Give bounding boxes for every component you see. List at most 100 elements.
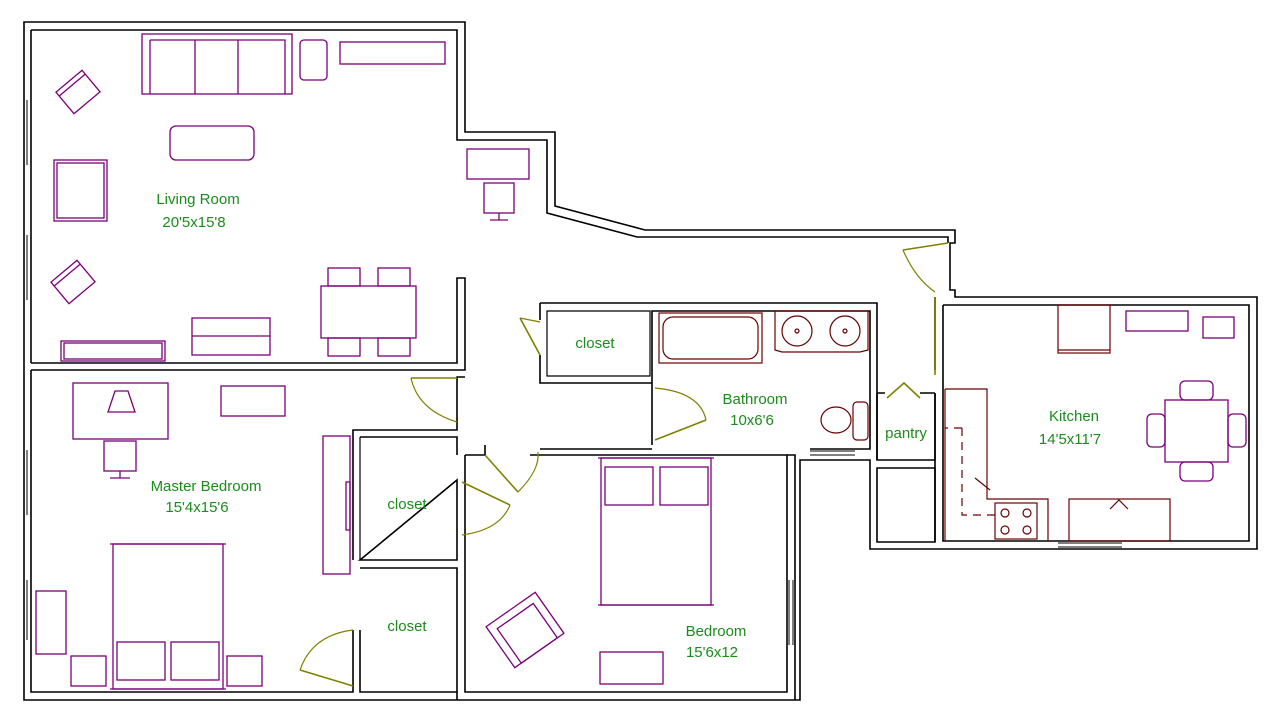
dining-table [320, 285, 417, 339]
bed-pillow-1 [604, 466, 654, 506]
hall-closet-box [546, 310, 651, 377]
master-closet-door-swing [461, 504, 511, 536]
master-wardrobe-handle [345, 481, 351, 531]
master-bedroom-name: Master Bedroom [151, 478, 262, 495]
kitchen-island [1068, 498, 1171, 542]
bed-pillow-2 [659, 466, 709, 506]
master-nightstand-1 [70, 655, 107, 687]
hall-closet-label: closet [575, 335, 615, 352]
master-bench [35, 590, 67, 655]
master-nightstand-2 [226, 655, 263, 687]
living-room-south-wall [31, 277, 466, 371]
sink-drain-2 [842, 328, 848, 334]
toilet-bowl [820, 406, 852, 434]
tv-console [339, 41, 446, 65]
bed [600, 457, 712, 606]
master-window-2 [23, 580, 28, 640]
armchair-bottom [50, 259, 96, 305]
dining-chair-2 [377, 267, 411, 287]
bedroom-armchair [485, 591, 565, 669]
bench-inner [63, 342, 163, 360]
kitchen-furniture [944, 304, 1247, 542]
hall-closet-door-swing [519, 317, 541, 323]
lower-closet-door-swing [299, 629, 354, 671]
master-bed-frame [110, 543, 226, 690]
pantry-label: pantry [885, 425, 927, 442]
master-desk-lamp [107, 390, 136, 413]
armchair-top [55, 69, 101, 115]
living-room-size: 20'5x15'8 [162, 214, 225, 231]
island-vent [1109, 499, 1129, 510]
bedroom-furniture [485, 457, 714, 685]
bench [60, 340, 166, 362]
kitchen-counter-top [1125, 310, 1189, 332]
hall-walls [464, 445, 788, 693]
kitchen-chair-2 [1179, 461, 1214, 482]
pantry-walls [876, 392, 936, 543]
bedroom-door-swing [517, 451, 539, 493]
master-bedroom-size: 15'4x15'6 [165, 499, 228, 516]
bathroom-size: 10x6'6 [730, 412, 774, 429]
exterior-wall-outer [23, 21, 1258, 701]
ottoman [53, 159, 108, 222]
bathroom-block-walls [539, 302, 878, 460]
bathroom-door-swing [654, 387, 707, 421]
master-desk-chair [103, 440, 137, 472]
master-desk [72, 382, 169, 440]
burner-1 [1000, 508, 1010, 518]
bath-hall-window [810, 450, 855, 456]
dining-chair-3 [327, 337, 361, 357]
bedroom-window [788, 580, 794, 645]
bedroom-name: Bedroom [686, 623, 747, 640]
doors [299, 242, 949, 687]
desk [466, 148, 530, 180]
pantry-door-leaf [886, 381, 921, 399]
master-pillow-2 [170, 641, 220, 681]
bedroom-door-leaf [484, 454, 519, 493]
bedroom-size: 15'6x12 [686, 644, 738, 661]
living-room-name: Living Room [156, 191, 239, 208]
coffee-table [169, 125, 255, 161]
dining-chair-1 [327, 267, 361, 287]
burner-2 [1022, 508, 1032, 518]
sofa-cushions [149, 39, 286, 94]
kitchen-cabinet [1202, 316, 1235, 339]
master-closet-lower-label: closet [387, 618, 427, 635]
living-room-window-2 [23, 235, 28, 300]
kitchen-counter-l [944, 388, 1049, 541]
lower-closet-door-leaf [299, 669, 354, 687]
side-table [299, 39, 328, 81]
room-labels: Living Room 20'5x15'8 Master Bedroom 15'… [151, 191, 1102, 661]
bathroom-fixtures [658, 310, 869, 441]
burner-4 [1022, 525, 1032, 535]
vanity [774, 310, 869, 353]
stove [994, 502, 1038, 540]
master-closet-door-leaf [461, 481, 511, 506]
entry-door-leaf [902, 242, 949, 251]
master-closets-walls [357, 436, 458, 693]
master-bedroom-furniture [35, 382, 351, 690]
exterior-wall-inner [31, 29, 949, 243]
entry-door-swing [902, 249, 936, 293]
master-bedroom-walls [30, 370, 465, 693]
master-dresser [220, 385, 286, 417]
hall-closet-door-leaf [519, 317, 541, 356]
toilet-tank [852, 401, 869, 441]
desk-chair [483, 182, 515, 214]
master-window-1 [23, 450, 28, 515]
master-door-swing [410, 377, 458, 423]
counter-dash [945, 427, 1000, 516]
kitchen-table [1164, 399, 1229, 463]
counter-diagonal [974, 477, 991, 491]
sofa [141, 33, 293, 95]
kitchen-size: 14'5x11'7 [1039, 431, 1101, 448]
living-room-furniture [50, 33, 530, 362]
walls [23, 21, 1258, 701]
bedroom-dresser [599, 651, 664, 685]
master-bed [112, 543, 224, 690]
desk-chair-base [490, 213, 508, 221]
kitchen-chair-1 [1179, 380, 1214, 401]
sink-1 [781, 315, 813, 347]
bedroom-outer-wall [456, 454, 796, 700]
